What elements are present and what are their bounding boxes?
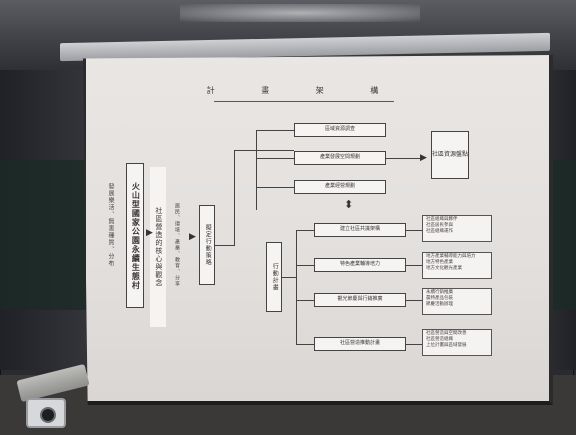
action-label: 行動計畫 [266, 242, 282, 312]
connector-line [406, 230, 422, 231]
connector-line [296, 230, 297, 345]
arrow-icon: ▶ [146, 228, 153, 238]
camera-lens-icon [40, 407, 56, 423]
connector-line [234, 150, 294, 151]
action-note: 社區組織與夥伴 社區居民參與 社區組織運作 [422, 215, 492, 242]
note-line: 地方文化觀光產業 [426, 266, 462, 272]
note-line: 農特產品包裝 [426, 296, 453, 302]
center-label: 擬定行動策略 [199, 205, 215, 285]
top-right-item: 產業經營規劃 [294, 180, 386, 194]
connector-line [406, 344, 422, 345]
connector-line [256, 130, 257, 150]
action-note: 永續行銷推廣 農特產品包裝 節慶活動辦理 [422, 288, 492, 315]
top-right-item: 產業發展空間規劃 [294, 151, 386, 165]
title-underline [214, 101, 394, 102]
note-line: 節慶活動辦理 [426, 302, 453, 308]
connector-line [296, 265, 314, 266]
arrow-icon: ▶ [420, 153, 427, 163]
note-line: 地方特色產業 [426, 260, 453, 266]
connector-line [282, 277, 296, 278]
left-label: 火山型國家公園永續生態村 [126, 163, 144, 308]
connector-line [386, 158, 424, 159]
connector-line [406, 265, 422, 266]
action-item: 觀光節慶與行銷推廣 [314, 293, 406, 307]
left-note: 發展樂活、無害種質、分布 [107, 183, 114, 267]
left-blackboard [0, 160, 90, 310]
slide-title: 計 畫 架 構 [206, 86, 401, 95]
connector-line [256, 130, 294, 131]
action-item: 社區營造推動計畫 [314, 337, 406, 351]
connector-line [296, 230, 314, 231]
connector-line [234, 150, 235, 246]
connector-line [256, 187, 294, 188]
action-note: 地方產業輔導能力與培力 地方特色產業 地方文化觀光產業 [422, 252, 492, 279]
top-right-result: 社區資源盤點 [431, 131, 469, 179]
action-item: 特色產業輔導培力 [314, 258, 406, 272]
concept-note: 居民、環境、產業、教育、分享 [174, 203, 180, 287]
connector-line [256, 158, 294, 159]
note-line: 地方產業輔導能力與培力 [426, 254, 476, 259]
connector-line [256, 150, 257, 210]
concept-label: 社區營造的核心與觀念 [150, 167, 166, 327]
note-line: 社區組織運作 [426, 229, 453, 235]
arrow-icon: ▶ [189, 232, 196, 242]
double-arrow-icon: ⬍ [344, 198, 354, 211]
connector-line [215, 245, 235, 246]
note-line: 社區營造與空間改善 [426, 331, 467, 336]
projection-screen: 計 畫 架 構 發展樂活、無害種質、分布 火山型國家公園永續生態村 社區營造的核… [83, 55, 553, 405]
note-line: 上位計畫與區域發展 [426, 343, 467, 349]
slide: 計 畫 架 構 發展樂活、無害種質、分布 火山型國家公園永續生態村 社區營造的核… [86, 55, 549, 401]
connector-line [296, 344, 314, 345]
ceiling-light [180, 4, 420, 22]
note-line: 社區營造組織 [426, 337, 453, 343]
note-line: 社區居民參與 [426, 223, 453, 229]
action-item: 建立社區共識架構 [314, 223, 406, 237]
phone [26, 398, 66, 428]
connector-line [296, 300, 314, 301]
note-line: 永續行銷推廣 [426, 290, 453, 295]
top-right-item: 區域資源調查 [294, 123, 386, 137]
action-note: 社區營造與空間改善 社區營造組織 上位計畫與區域發展 [422, 329, 492, 356]
connector-line [406, 300, 422, 301]
note-line: 社區組織與夥伴 [426, 217, 458, 222]
